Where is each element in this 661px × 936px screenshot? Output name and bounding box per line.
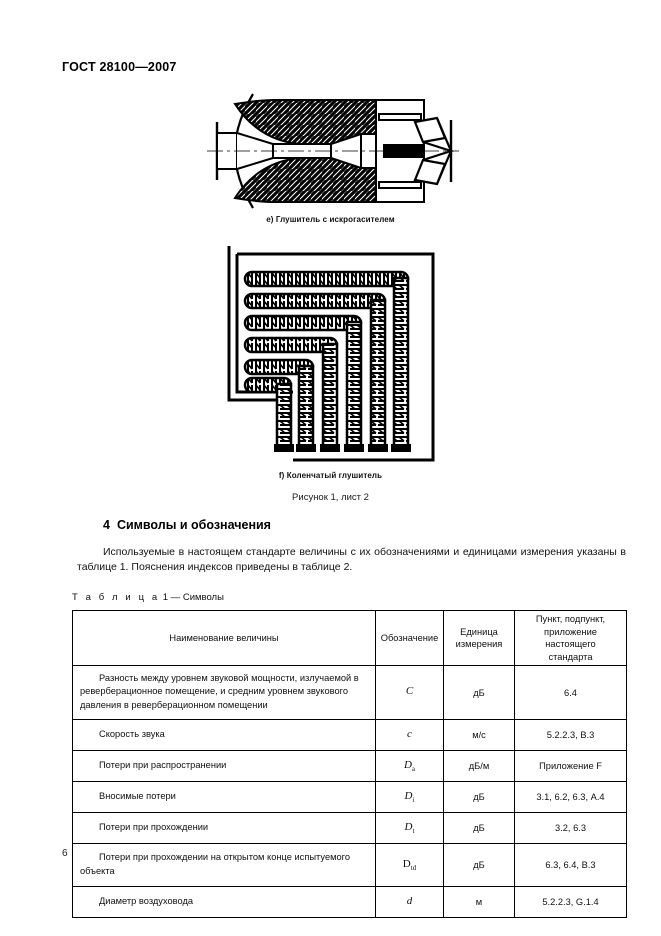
table-body: Разность между уровнем звуковой мощности… [72,665,627,918]
cell-reference: 5.2.2.3, G.1.4 [514,886,627,918]
cell-symbol-sub: i [412,796,415,805]
cell-reference: 6.3, 6.4, В.3 [514,843,627,887]
cell-unit: дБ/м [443,750,515,782]
cell-symbol-sub: a [411,765,416,774]
table-row: Потери при распространении Da дБ/м Прило… [72,750,627,782]
section-title: Символы и обозначения [116,518,271,532]
document-standard-header: ГОСТ 28100—2007 [62,60,177,74]
cell-reference: Приложение F [514,750,627,782]
figure-a-caption: e) Глушитель с искрогасителем [266,215,395,224]
header-unit: Единица измерения [443,610,515,666]
silencer-with-spark-arrester-icon [206,93,459,209]
cell-name-text: Потери при прохождении [99,821,209,832]
page-number: 6 [62,848,68,859]
cell-symbol: Dt [375,812,444,844]
table-caption-title: Символы [182,592,224,603]
cell-symbol-base: D [403,758,412,771]
header-reference-line1: Пункт, подпункт, [535,614,606,624]
symbols-table: Наименование величины Обозначение Единиц… [72,610,627,918]
section-number: 4 [103,518,110,532]
cell-reference: 5.2.2.3, В.3 [514,719,627,751]
cell-name: Разность между уровнем звуковой мощности… [72,665,376,720]
cell-symbol: d [375,886,444,918]
cell-unit: дБ [443,812,515,844]
cell-reference: 3.2, 6.3 [514,812,627,844]
cell-unit: дБ [443,781,515,813]
cell-name-text: Скорость звука [99,728,165,739]
figure-block: e) Глушитель с искрогасителем [0,92,661,503]
cell-symbol: c [375,719,444,751]
table-row: Разность между уровнем звуковой мощности… [72,665,627,720]
cell-symbol: C [375,665,444,720]
section-heading: 4 Символы и обозначения [103,518,271,532]
cell-name-text: Вносимые потери [99,790,176,801]
table-row: Диаметр воздуховода d м 5.2.2.3, G.1.4 [72,886,627,918]
cell-symbol-sub: t [412,827,415,836]
header-unit-line1: Единица [460,626,498,637]
figure-number-caption: Рисунок 1, лист 2 [292,492,369,503]
cell-symbol: Da [375,750,444,782]
cell-name: Потери при прохождении [72,812,376,844]
figure-b-caption: f) Коленчатый глушитель [278,471,383,480]
elbow-silencer-icon [227,246,434,462]
header-unit-line2: измерения [455,639,503,649]
table-header-row: Наименование величины Обозначение Единиц… [72,610,627,666]
table-caption-label: Т а б л и ц а [72,592,160,603]
cell-name: Скорость звука [72,719,376,751]
cell-name-text: Диаметр воздуховода [99,895,194,906]
cell-name: Потери при распространении [72,750,376,782]
cell-symbol-base: D [404,820,413,833]
cell-symbol-base: c [407,727,412,740]
figure-a-container [0,92,661,210]
cell-name-text: Потери при прохождении на открытом конце… [80,852,351,876]
cell-unit: дБ [443,665,515,720]
table-caption-number: 1 [162,592,169,603]
table-caption-dash: — [170,592,181,603]
cell-symbol-base: d [406,894,413,907]
table-row: Скорость звука c м/с 5.2.2.3, В.3 [72,719,627,751]
cell-name-text: Потери при распространении [99,759,227,770]
cell-reference: 6.4 [514,665,627,720]
section-paragraph: Используемые в настоящем стандарте велич… [77,546,626,573]
cell-name: Потери при прохождении на открытом конце… [72,843,376,887]
header-reference-line2: приложение [544,626,597,637]
header-reference-line3: настоящего [545,639,596,649]
cell-symbol-base: C [405,685,414,698]
table-row: Потери при прохождении Dt дБ 3.2, 6.3 [72,812,627,844]
table-row: Потери при прохождении на открытом конце… [72,843,627,887]
table-row: Вносимые потери Di дБ 3.1, 6.2, 6.3, А.4 [72,781,627,813]
cell-unit: дБ [443,843,515,887]
header-reference: Пункт, подпункт, приложение настоящего с… [514,610,627,666]
cell-unit: м [443,886,515,918]
header-reference-line4: стандарта [548,651,593,662]
figure-b-container [0,244,661,466]
header-symbol: Обозначение [375,610,444,666]
header-name: Наименование величины [72,610,376,666]
cell-symbol-base: D [404,789,413,802]
cell-name: Диаметр воздуховода [72,886,376,918]
cell-symbol: Di [375,781,444,813]
cell-symbol-sub: td [410,864,417,873]
cell-name: Вносимые потери [72,781,376,813]
cell-symbol-base: D [402,857,411,870]
cell-unit: м/с [443,719,515,751]
cell-reference: 3.1, 6.2, 6.3, А.4 [514,781,627,813]
cell-name-text: Разность между уровнем звуковой мощности… [80,672,359,710]
cell-symbol: Dtd [375,843,444,887]
